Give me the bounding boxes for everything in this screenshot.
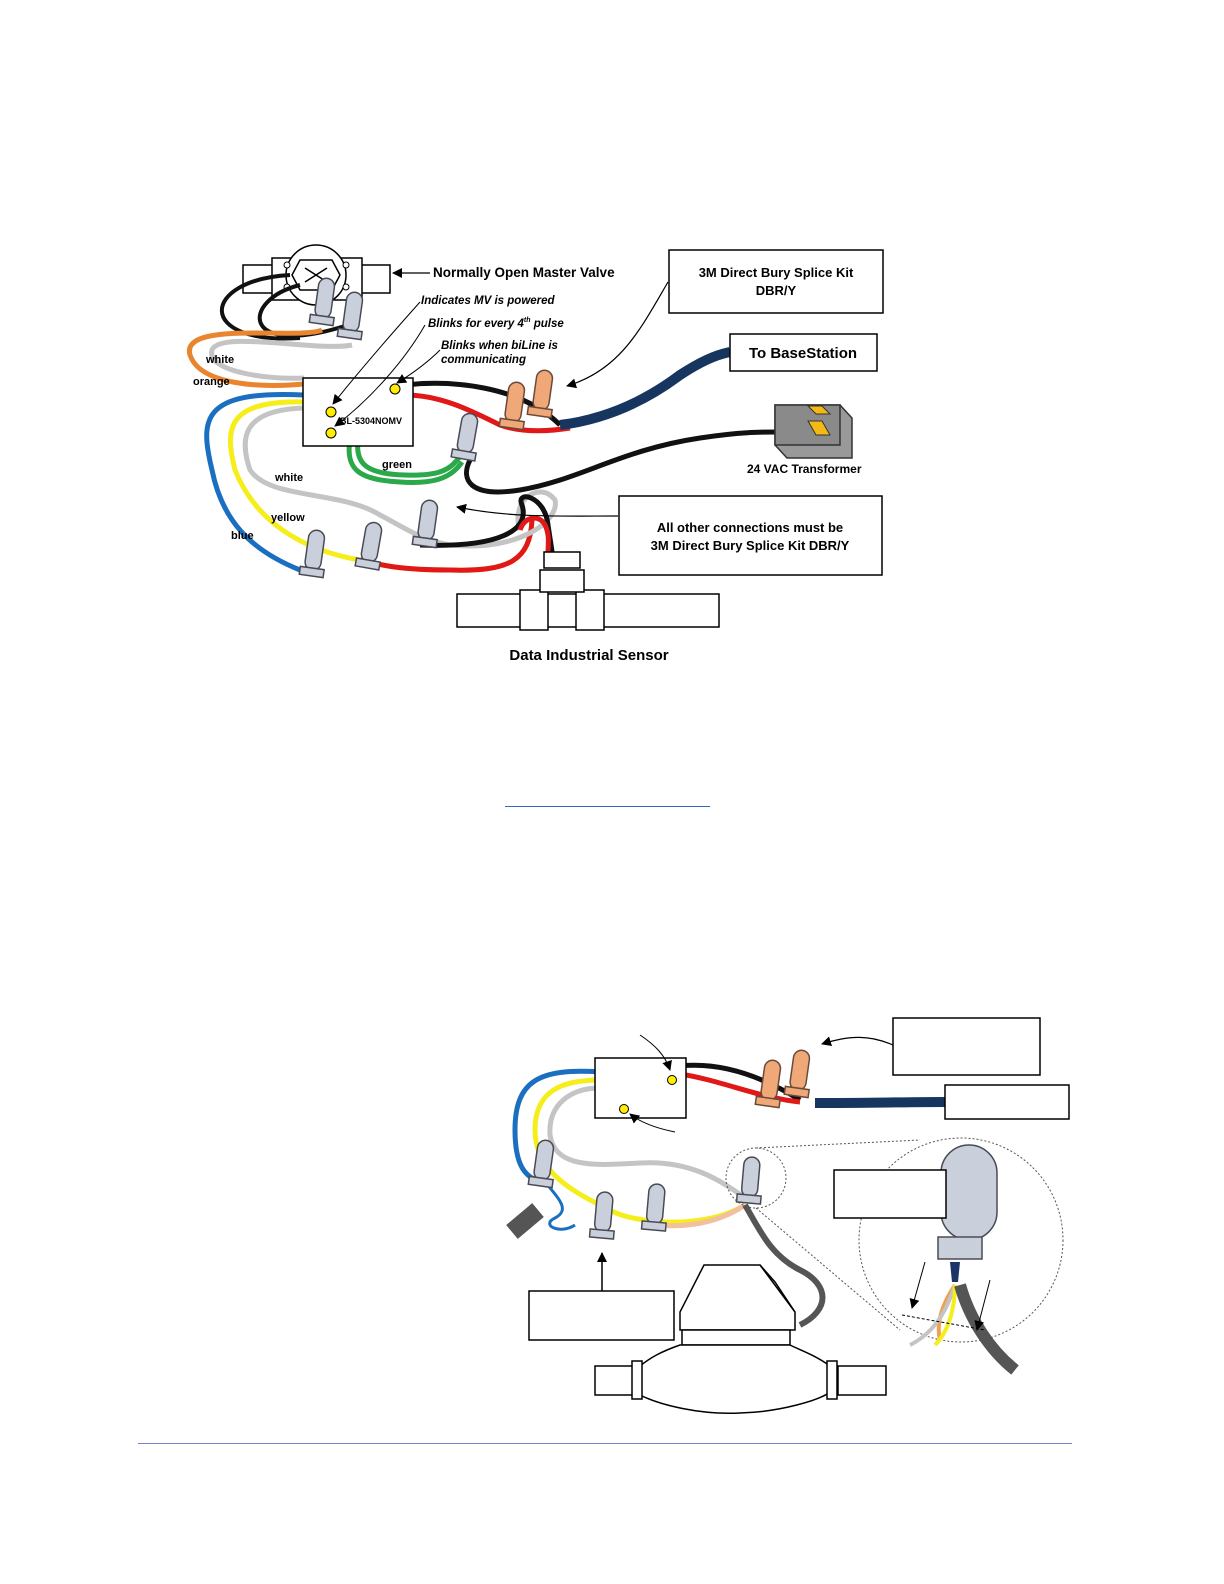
device-box-2 [594, 1057, 687, 1119]
led-2a [667, 1075, 677, 1085]
other-connections-line2: 3M Direct Bury Splice Kit DBR/Y [651, 538, 850, 553]
led-pulse [325, 427, 337, 439]
label-box-c [833, 1169, 947, 1219]
note-comm-line1: Blinks when biLine is [441, 340, 558, 352]
link-underline[interactable] [505, 792, 710, 807]
diagram-master-valve-wiring: BL-5304NOMV 3M Direct B [187, 244, 884, 664]
water-meter-illustration [594, 1264, 887, 1415]
label-box-b [944, 1084, 1070, 1120]
splice-kit-box [668, 249, 884, 314]
transformer-illustration [774, 404, 853, 459]
led-2b [619, 1104, 629, 1114]
wire-label-yellow: yellow [271, 512, 305, 524]
basestation-box [729, 333, 878, 372]
label-box-d [528, 1290, 675, 1341]
device-label: BL-5304NOMV [340, 416, 402, 426]
led-powered [325, 406, 337, 418]
splice-kit-line1: 3M Direct Bury Splice Kit [699, 265, 854, 280]
wire-label-blue: blue [231, 530, 254, 542]
sensor-label: Data Industrial Sensor [509, 647, 668, 664]
splice-kit-line2: DBR/Y [756, 283, 797, 298]
sensor-illustration [456, 551, 720, 631]
wire-label-orange: orange [193, 376, 230, 388]
diagram-flow-meter-wiring [506, 1017, 1070, 1415]
transformer-label: 24 VAC Transformer [747, 462, 862, 476]
note-powered: Indicates MV is powered [421, 295, 556, 307]
note-pulse: Blinks for every 4th pulse [428, 317, 564, 330]
note-comm-line2: communicating [441, 354, 526, 366]
wire-label-white-top: white [205, 354, 234, 366]
led-comm [389, 383, 401, 395]
wire-label-white-mid: white [274, 472, 303, 484]
label-box-a [892, 1017, 1041, 1076]
other-connections-line1: All other connections must be [657, 520, 843, 535]
footer-rule [138, 1443, 1072, 1444]
wire-label-green: green [382, 459, 412, 471]
valve-label: Normally Open Master Valve [433, 265, 615, 280]
other-connections-box [618, 495, 883, 576]
basestation-label: To BaseStation [749, 345, 857, 362]
